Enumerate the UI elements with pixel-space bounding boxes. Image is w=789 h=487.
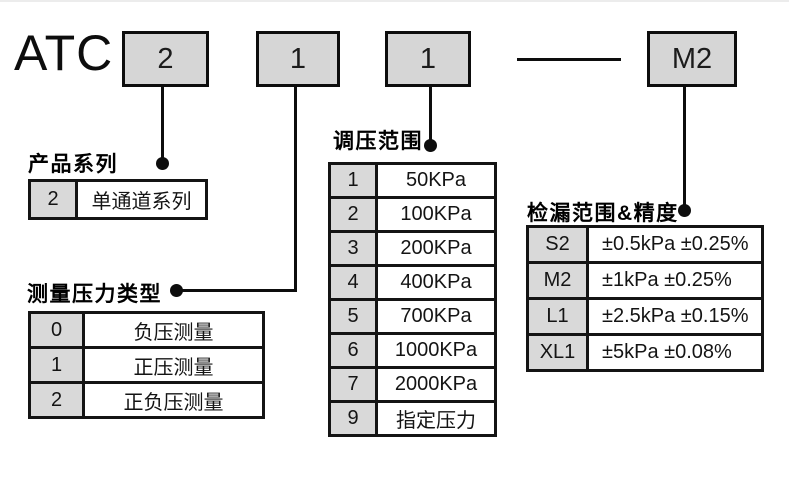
table-row: 5 700KPa [328,298,497,335]
value-cell: ±2.5kPa ±0.15% [586,297,764,336]
connector-dot [170,284,183,297]
product-prefix: ATC [14,25,114,81]
connector-dot [424,139,437,152]
code-cell: 1 [328,162,378,199]
code-cell: 1 [28,346,85,384]
code-cell: 6 [328,332,378,369]
code-segment-value: M2 [671,42,713,75]
code-segment-box-leak-range: M2 [647,31,737,87]
leak-range-table: S2 ±0.5kPa ±0.25% M2 ±1kPa ±0.25% L1 ±2.… [526,225,764,372]
code-cell: 2 [28,381,85,419]
code-segment-value: 2 [157,42,174,75]
value-cell: 指定压力 [375,400,497,437]
table-row: 2 正负压测量 [28,381,265,419]
value-cell: ±0.5kPa ±0.25% [586,225,764,264]
table-row: 2 100KPa [328,196,497,233]
table-row: 1 正压测量 [28,346,265,384]
pressure-type-table: 0 负压测量 1 正压测量 2 正负压测量 [28,311,265,419]
value-cell: ±5kPa ±0.08% [586,333,764,372]
value-cell: 单通道系列 [75,179,208,220]
table-row: 1 50KPa [328,162,497,199]
table-row: XL1 ±5kPa ±0.08% [526,333,764,372]
value-cell: 负压测量 [82,311,265,349]
separator-dash [517,58,621,61]
connector-line-pressure-type-horizontal [176,289,297,292]
value-cell: 1000KPa [375,332,497,369]
code-cell: 0 [28,311,85,349]
code-cell: 4 [328,264,378,301]
leak-range-heading: 检漏范围&精度 [527,202,679,225]
code-cell: 7 [328,366,378,403]
value-cell: 700KPa [375,298,497,335]
code-segment-box-series: 2 [122,31,209,87]
connector-dot [156,157,169,170]
connector-line-regulation-range [429,87,432,142]
value-cell: 400KPa [375,264,497,301]
value-cell: 50KPa [375,162,497,199]
table-row: L1 ±2.5kPa ±0.15% [526,297,764,336]
code-cell: M2 [526,261,589,300]
table-row: 6 1000KPa [328,332,497,369]
code-cell: 3 [328,230,378,267]
code-cell: 9 [328,400,378,437]
code-cell: L1 [526,297,589,336]
value-cell: 正负压测量 [82,381,265,419]
connector-line-series [161,87,164,160]
value-cell: 100KPa [375,196,497,233]
table-row: 0 负压测量 [28,311,265,349]
connector-line-leak-range [683,87,686,207]
table-row: S2 ±0.5kPa ±0.25% [526,225,764,264]
table-row: 2 单通道系列 [28,179,208,220]
series-heading: 产品系列 [28,153,118,176]
table-row: 9 指定压力 [328,400,497,437]
connector-dot [678,204,691,217]
pressure-type-heading: 测量压力类型 [27,283,162,306]
code-segment-box-regulation-range: 1 [385,31,471,87]
code-cell: 5 [328,298,378,335]
table-row: 7 2000KPa [328,366,497,403]
value-cell: 200KPa [375,230,497,267]
value-cell: ±1kPa ±0.25% [586,261,764,300]
regulation-range-heading: 调压范围 [333,130,423,153]
code-cell: S2 [526,225,589,264]
value-cell: 2000KPa [375,366,497,403]
value-cell: 正压测量 [82,346,265,384]
series-table: 2 单通道系列 [28,179,208,220]
code-segment-value: 1 [419,42,437,75]
connector-line-pressure-type-vertical [294,87,297,292]
code-cell: 2 [28,179,78,220]
table-row: 3 200KPa [328,230,497,267]
code-segment-value: 1 [289,42,307,75]
code-segment-box-pressure-type: 1 [256,31,340,87]
code-cell: 2 [328,196,378,233]
regulation-range-table: 1 50KPa 2 100KPa 3 200KPa 4 400KPa 5 700… [328,162,497,437]
table-row: M2 ±1kPa ±0.25% [526,261,764,300]
table-row: 4 400KPa [328,264,497,301]
code-cell: XL1 [526,333,589,372]
